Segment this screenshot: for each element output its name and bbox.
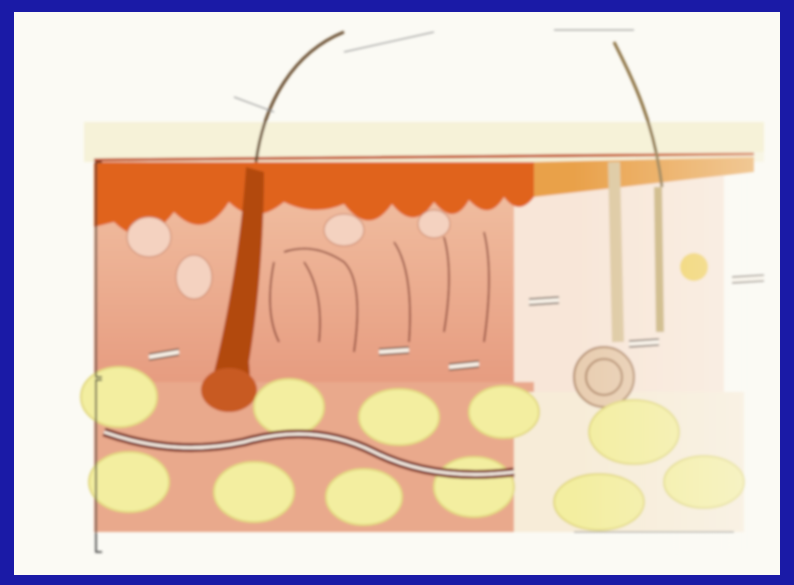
fat-lobule <box>326 469 402 525</box>
papilla <box>176 255 212 299</box>
skin-cross-section-illustration <box>14 12 780 575</box>
fat-lobule <box>469 386 539 438</box>
leader-line <box>234 97 274 112</box>
fat-lobule <box>359 389 439 445</box>
papilla <box>127 217 171 257</box>
papilla <box>418 210 450 238</box>
vessel-pair <box>529 300 559 302</box>
right-fade <box>574 152 780 552</box>
diagram-frame <box>14 12 780 575</box>
papilla <box>324 214 364 246</box>
fat-lobule <box>89 452 169 512</box>
fat-lobule <box>434 457 514 517</box>
fat-lobule <box>254 379 324 435</box>
leader-line <box>344 32 434 52</box>
fat-lobule <box>81 367 157 427</box>
hair-bulb <box>201 368 257 412</box>
fat-lobule <box>214 462 294 522</box>
vessel-pair <box>379 350 409 352</box>
